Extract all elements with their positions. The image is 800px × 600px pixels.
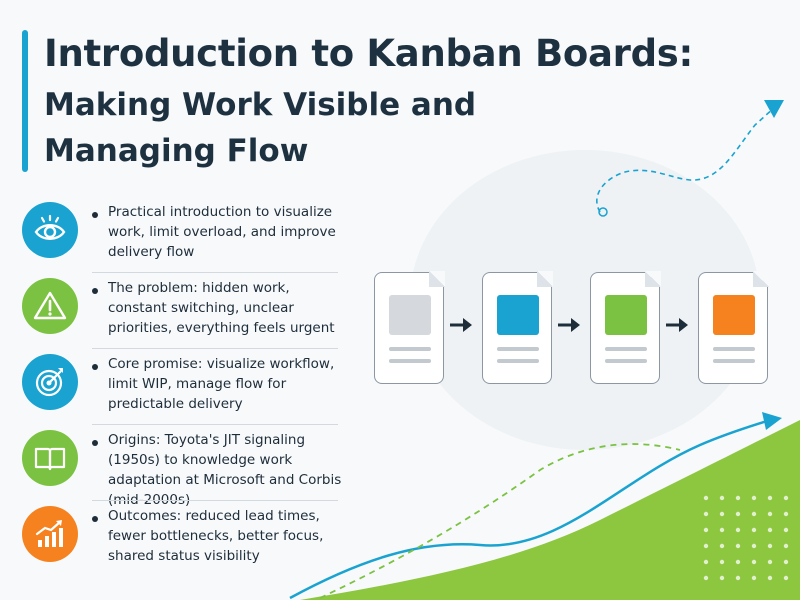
subtitle-line-1: Making Work Visible and bbox=[44, 87, 477, 123]
bullet-text: Core promise: visualize workflow, limit … bbox=[108, 356, 335, 412]
eye-icon bbox=[22, 202, 78, 258]
bullet-text: The problem: hidden work, constant switc… bbox=[108, 280, 335, 336]
trend-line-dashed-green bbox=[319, 443, 681, 599]
trend-arrowhead-bottom bbox=[762, 412, 782, 430]
card-square-gray bbox=[389, 295, 431, 335]
card-line bbox=[713, 347, 755, 351]
card-line bbox=[497, 347, 539, 351]
bullet-divider bbox=[92, 348, 338, 349]
page-fold bbox=[645, 271, 661, 287]
page-title: Introduction to Kanban Boards: bbox=[44, 32, 694, 75]
kanban-card-2 bbox=[482, 271, 553, 384]
bullet-dot bbox=[92, 516, 98, 522]
bullet-divider bbox=[92, 500, 338, 501]
bullet-text: Outcomes: reduced lead times, fewer bott… bbox=[108, 508, 324, 564]
subtitle-line-2: Managing Flow bbox=[44, 133, 309, 169]
bullet-dot bbox=[92, 364, 98, 370]
book-icon bbox=[22, 430, 78, 486]
target-icon bbox=[22, 354, 78, 410]
card-square-orange bbox=[713, 295, 755, 335]
kanban-card-1 bbox=[374, 271, 445, 384]
bullet-item-origins: Origins: Toyota's JIT signaling (1950s) … bbox=[0, 422, 345, 508]
title-accent-bar bbox=[22, 30, 28, 172]
arrow-right-icon bbox=[558, 318, 580, 332]
kanban-card-3 bbox=[590, 271, 661, 384]
bullet-dot bbox=[92, 288, 98, 294]
bullet-item-outcomes: Outcomes: reduced lead times, fewer bott… bbox=[0, 498, 345, 574]
trend-arrowhead-top bbox=[764, 100, 784, 118]
page-fold bbox=[429, 271, 445, 287]
bullet-text: Practical introduction to visualize work… bbox=[108, 204, 336, 260]
bullet-dot bbox=[92, 440, 98, 446]
page-subtitle: Making Work Visible and Managing Flow bbox=[44, 82, 544, 174]
card-line bbox=[497, 359, 539, 363]
bullet-dot bbox=[92, 212, 98, 218]
arrow-right-icon bbox=[450, 318, 472, 332]
dot-grid bbox=[703, 495, 789, 581]
green-hill bbox=[300, 420, 800, 600]
page-fold bbox=[753, 271, 769, 287]
bullet-text: Origins: Toyota's JIT signaling (1950s) … bbox=[108, 432, 342, 508]
card-line bbox=[605, 359, 647, 363]
card-line bbox=[605, 347, 647, 351]
bullet-divider bbox=[92, 424, 338, 425]
card-line bbox=[713, 359, 755, 363]
bullet-item-core-promise: Core promise: visualize workflow, limit … bbox=[0, 346, 345, 425]
bullet-divider bbox=[92, 272, 338, 273]
card-line bbox=[389, 359, 431, 363]
kanban-card-4 bbox=[698, 271, 769, 384]
bullet-item-visualize: Practical introduction to visualize work… bbox=[0, 194, 345, 273]
card-square-green bbox=[605, 295, 647, 335]
trend-line-solid bbox=[289, 418, 771, 600]
arrow-right-icon bbox=[666, 318, 688, 332]
trend-line-dashed-top bbox=[596, 109, 773, 213]
growth-chart-icon bbox=[22, 506, 78, 562]
card-square-blue bbox=[497, 295, 539, 335]
warning-icon bbox=[22, 278, 78, 334]
card-line bbox=[389, 347, 431, 351]
trend-end-dot bbox=[598, 207, 608, 217]
page-fold bbox=[537, 271, 553, 287]
bullet-item-problem: The problem: hidden work, constant switc… bbox=[0, 270, 345, 349]
